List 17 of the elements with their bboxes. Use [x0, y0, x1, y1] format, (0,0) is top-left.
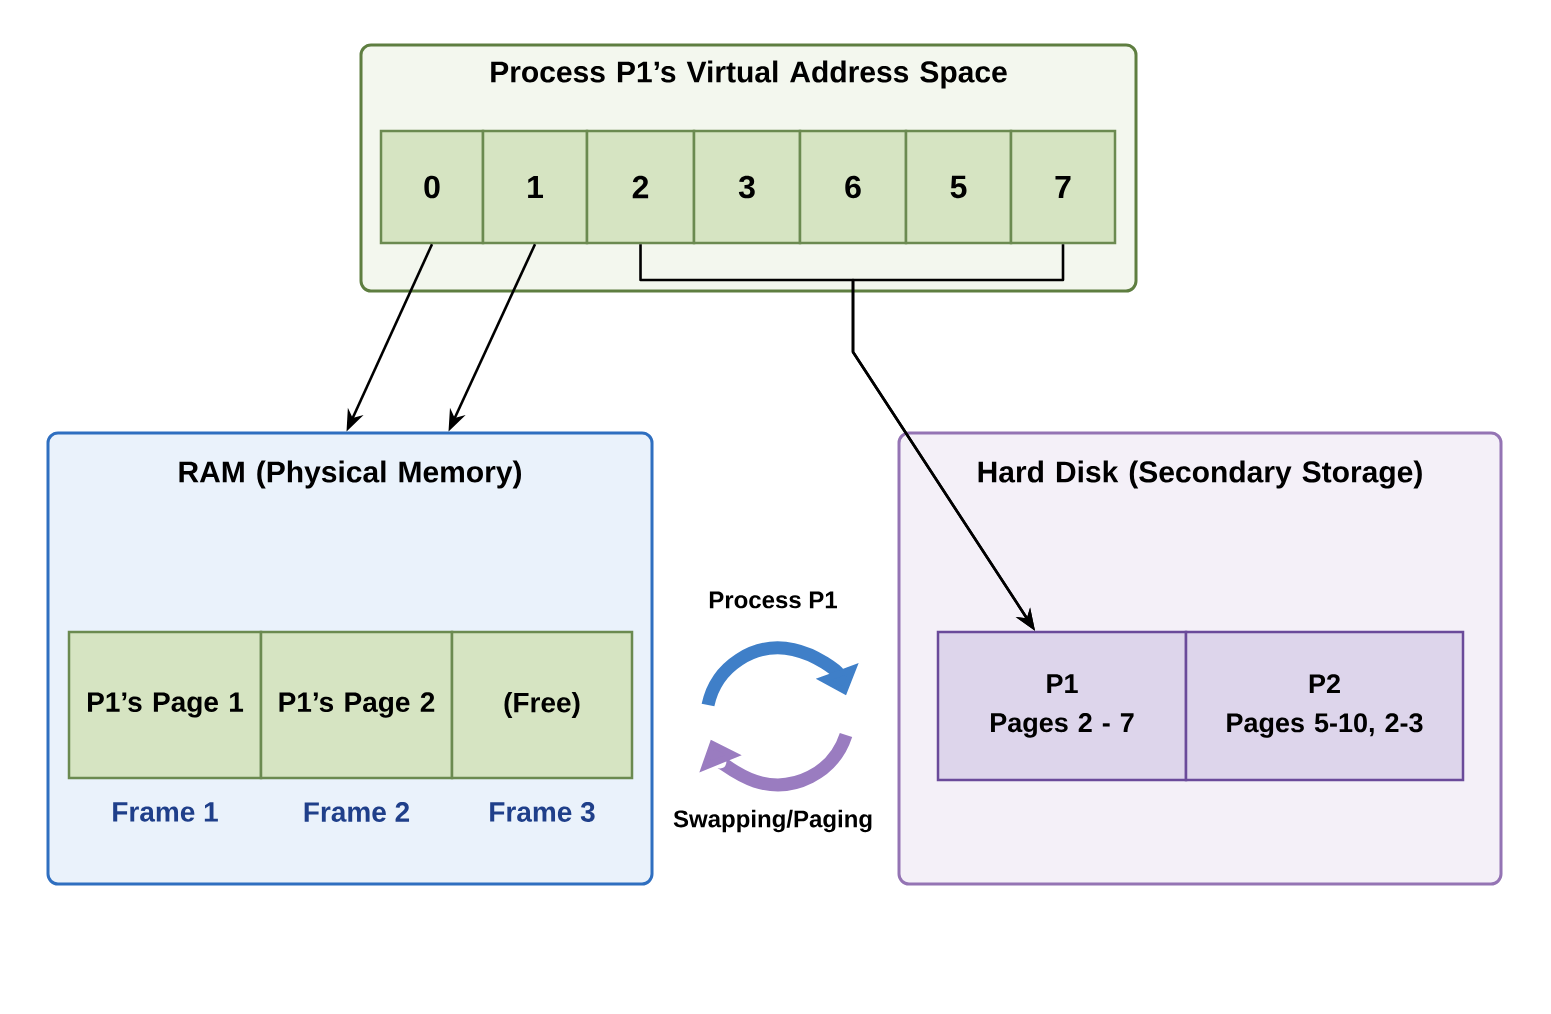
page-cell: 2	[585, 129, 696, 245]
caption-text: Swapping/Paging	[673, 809, 872, 833]
storage-cell: P1 Pages 2 - 7	[936, 630, 1188, 782]
storage-cell: P2 Pages 5-10, 2-3	[1184, 630, 1465, 782]
frame-cell: (Free)	[450, 630, 634, 780]
page-cell: 3	[692, 129, 802, 245]
page-cell: 6	[798, 129, 908, 245]
page-cell: 1	[481, 129, 589, 245]
page-cell: 0	[379, 129, 485, 245]
frame-label: Frame 3	[490, 802, 595, 822]
caption-text: Process P1	[709, 591, 837, 609]
page-cell: 5	[904, 129, 1013, 245]
page-cell: 7	[1009, 129, 1117, 245]
frame-label: Frame 2	[304, 802, 410, 822]
frame-label: Frame 1	[113, 802, 218, 822]
frame-cell: P1’s Page 1	[67, 630, 263, 780]
frame-cell: P1’s Page 2	[259, 630, 454, 780]
